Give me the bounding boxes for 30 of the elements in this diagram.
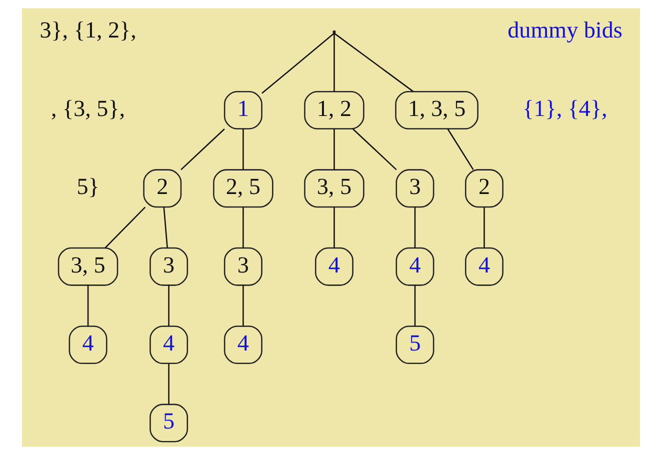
connector xyxy=(180,128,225,170)
node-box: 2, 5 xyxy=(213,169,274,208)
node-box: 3, 5 xyxy=(304,169,364,208)
node-box: 1, 2 xyxy=(304,90,364,130)
label: {1}, {4}, xyxy=(522,94,608,121)
connector xyxy=(242,285,244,326)
label: , {3, 5}, xyxy=(51,94,126,121)
connector xyxy=(168,364,170,404)
connector xyxy=(447,128,474,170)
connector xyxy=(104,206,146,248)
connector xyxy=(352,128,397,170)
connector xyxy=(334,33,335,92)
connector xyxy=(414,207,416,248)
label: dummy bids xyxy=(508,16,622,43)
connector xyxy=(242,129,244,170)
connector xyxy=(242,207,244,248)
connector xyxy=(262,32,335,94)
connector xyxy=(334,129,335,170)
connector xyxy=(163,207,168,248)
node-box: 3, 5 xyxy=(58,247,118,286)
label: 3}, {1, 2}, xyxy=(40,16,136,43)
connector xyxy=(334,207,335,248)
connector xyxy=(334,32,414,92)
connector xyxy=(414,285,416,326)
label: 5} xyxy=(76,173,100,200)
connector xyxy=(168,285,170,326)
node-box: 1, 3, 5 xyxy=(395,90,478,130)
connector xyxy=(484,207,485,248)
node-point xyxy=(332,30,336,34)
connector xyxy=(87,285,89,326)
